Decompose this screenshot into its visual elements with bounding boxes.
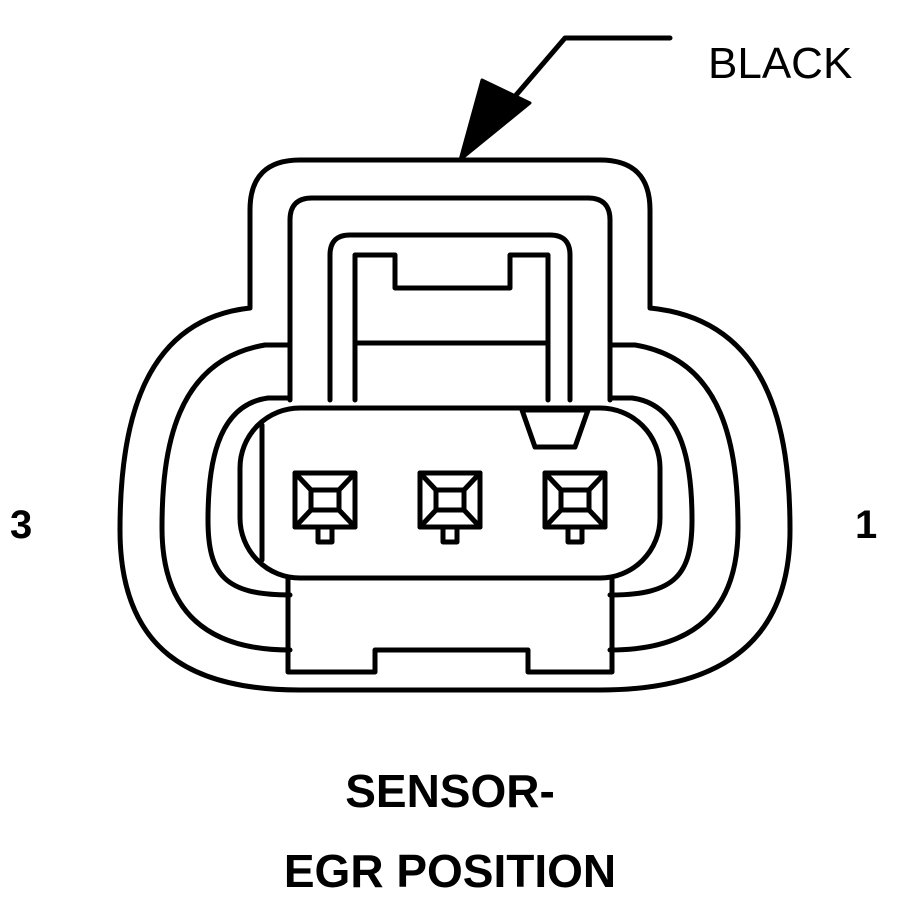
- keying-notch: [519, 407, 591, 450]
- latch-inner-frame: [327, 232, 573, 403]
- arrowhead: [458, 78, 532, 162]
- inner-wall-right: [607, 395, 695, 598]
- pin-3-label: 3: [10, 503, 33, 547]
- component-title-line-1: SENSOR-: [345, 765, 555, 817]
- latch-outer-frame: [287, 195, 613, 403]
- pin-1-label: 1: [855, 503, 878, 547]
- leader-line: [502, 35, 673, 111]
- component-title-line-2: EGR POSITION: [283, 845, 617, 897]
- terminal-face: [237, 405, 663, 581]
- bottom-base: [285, 575, 615, 675]
- connector-outer-shell: [117, 157, 793, 693]
- connector-inner-shell-right: [607, 342, 741, 653]
- connector-inner-shell: [159, 342, 293, 653]
- terminal-2: [417, 470, 483, 545]
- terminal-1: [542, 470, 608, 545]
- terminal-3: [292, 470, 358, 545]
- wire-color-label: BLACK: [708, 39, 853, 88]
- inner-wall-left: [205, 395, 293, 598]
- lock-tab: [352, 252, 551, 403]
- leader-arrow: [458, 35, 673, 162]
